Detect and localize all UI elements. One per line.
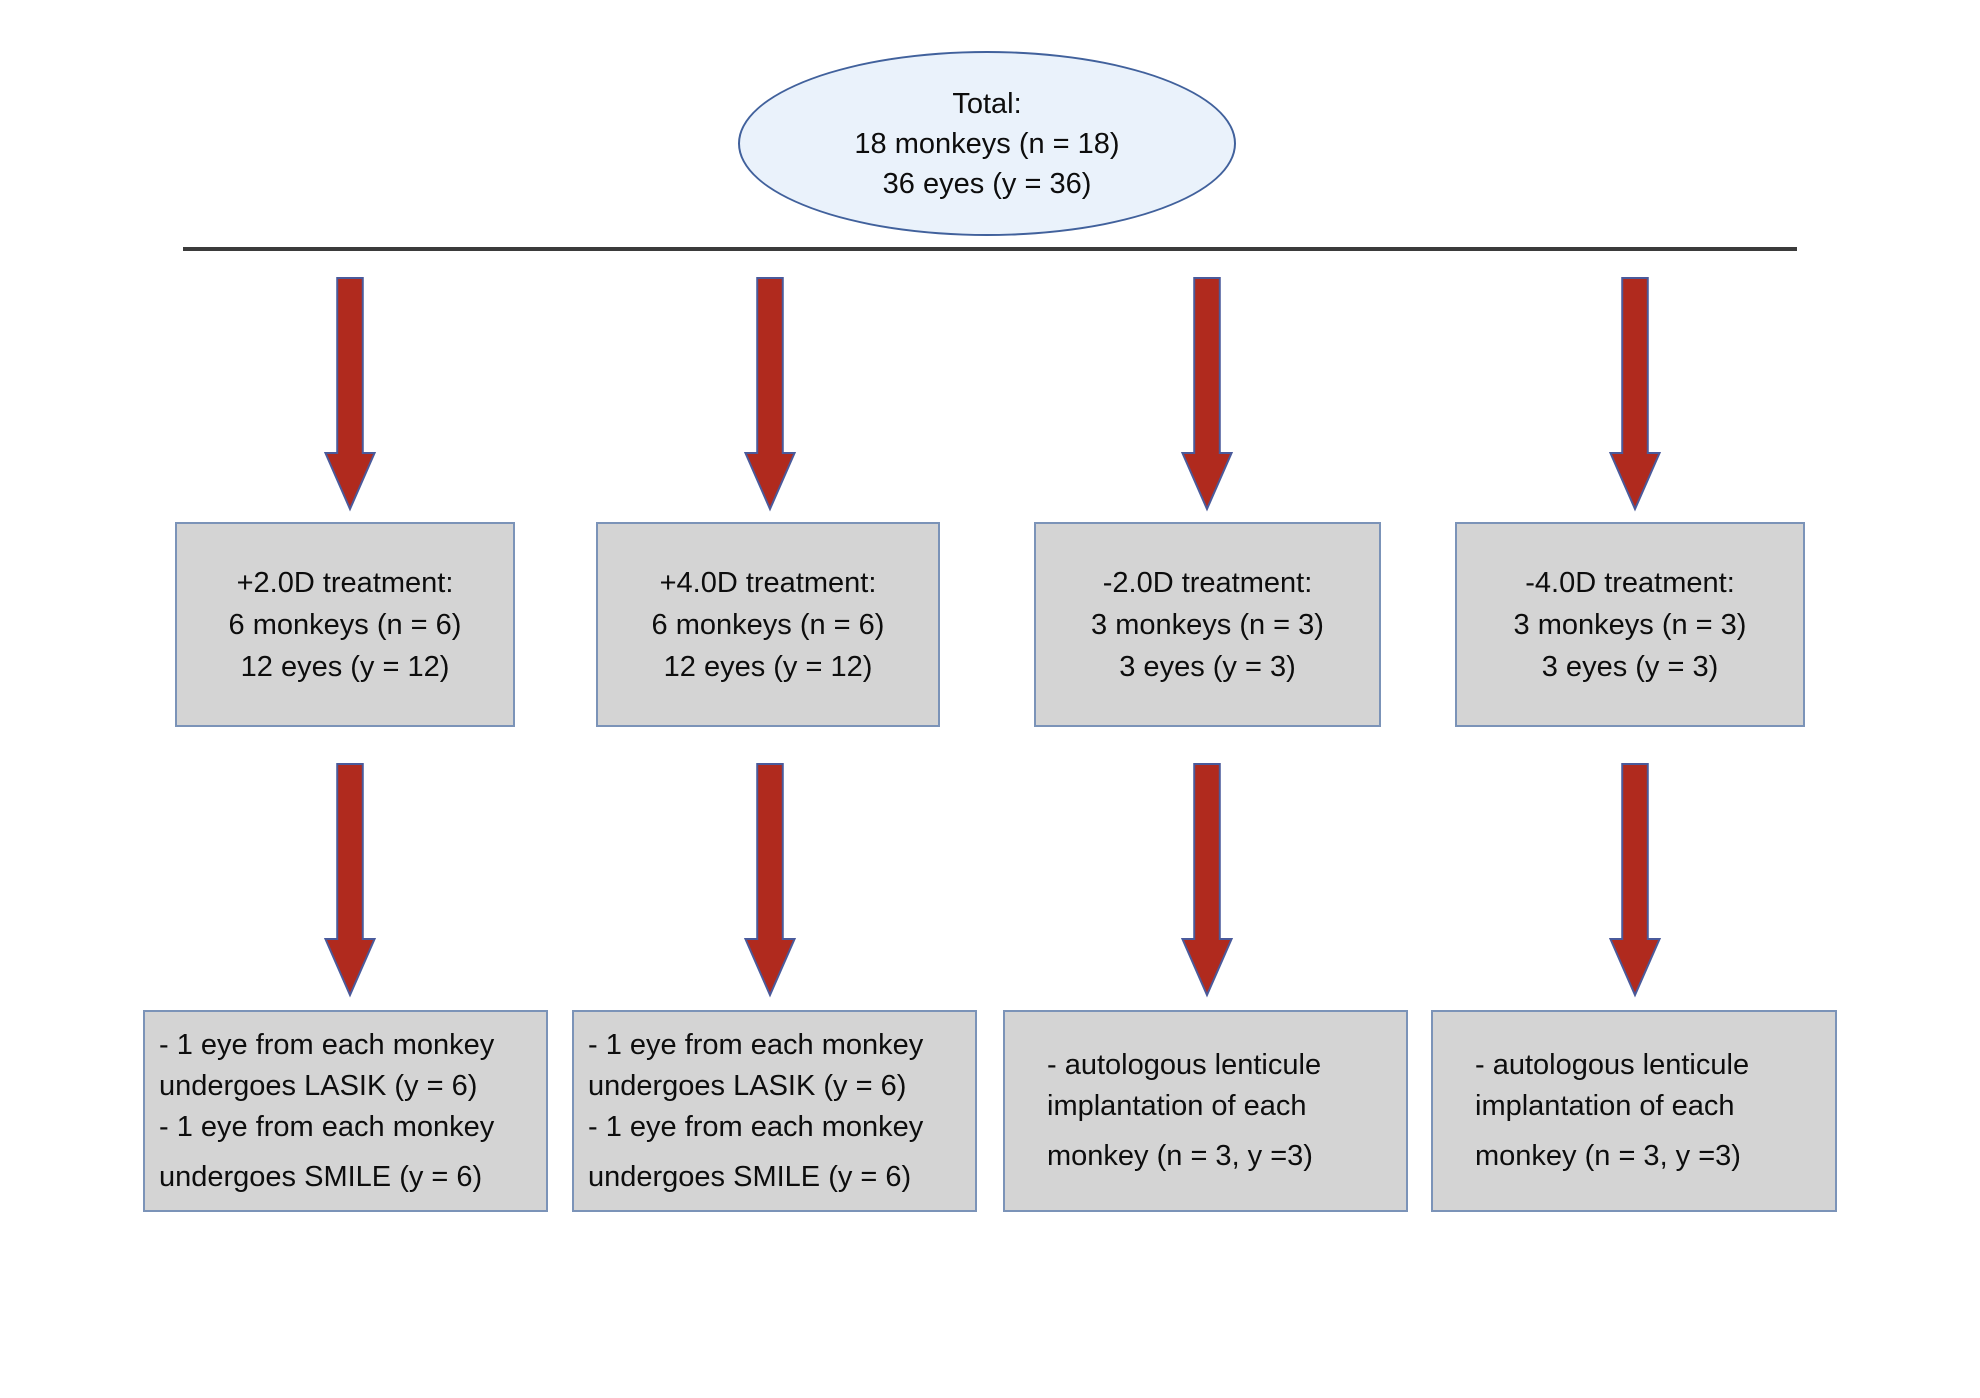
down-arrow-shape (323, 276, 377, 512)
outcome-box-minus-4d: - autologous lenticule implantation of e… (1431, 1010, 1837, 1212)
outcome-line: - 1 eye from each monkey (159, 1110, 495, 1143)
total-line: Total: (952, 87, 1022, 120)
down-arrow-shape (323, 762, 377, 998)
down-arrow-icon (1180, 276, 1234, 512)
treatment-line: 3 eyes (y = 3) (1541, 650, 1719, 683)
down-arrow-shape (1180, 276, 1234, 512)
treatment-line: 12 eyes (y = 12) (240, 650, 450, 683)
down-arrow-shape (743, 276, 797, 512)
outcome-line: - autologous lenticule (1475, 1049, 1750, 1081)
treatment-box-plus-4d: +4.0D treatment: 6 monkeys (n = 6) 12 ey… (596, 522, 940, 727)
outcome-line: - 1 eye from each monkey (588, 1028, 924, 1061)
down-arrow-icon (743, 276, 797, 512)
down-arrow-shape (1180, 762, 1234, 998)
treatment-box-plus-2d: +2.0D treatment: 6 monkeys (n = 6) 12 ey… (175, 522, 515, 727)
treatment-line: 3 monkeys (n = 3) (1091, 608, 1324, 641)
treatment-line: 3 eyes (y = 3) (1119, 650, 1296, 683)
down-arrow-icon (1608, 762, 1662, 998)
treatment-line: 6 monkeys (n = 6) (651, 608, 885, 641)
outcome-line: implantation of each (1047, 1090, 1307, 1122)
down-arrow-icon (1180, 762, 1234, 998)
outcome-box-plus-2d: - 1 eye from each monkey undergoes LASIK… (143, 1010, 548, 1212)
treatment-box-minus-4d: -4.0D treatment: 3 monkeys (n = 3) 3 eye… (1455, 522, 1805, 727)
outcome-line: implantation of each (1475, 1090, 1735, 1122)
treatment-line: +4.0D treatment: (659, 566, 877, 599)
down-arrow-shape (1608, 276, 1662, 512)
treatment-line: 3 monkeys (n = 3) (1513, 608, 1747, 641)
outcome-line: monkey (n = 3, y =3) (1047, 1140, 1313, 1172)
down-arrow-shape (1608, 762, 1662, 998)
outcome-line: undergoes LASIK (y = 6) (588, 1069, 907, 1102)
outcome-line: monkey (n = 3, y =3) (1475, 1140, 1741, 1172)
total-ellipse-node: Total: 18 monkeys (n = 18) 36 eyes (y = … (738, 51, 1236, 236)
down-arrow-icon (1608, 276, 1662, 512)
outcome-line: undergoes LASIK (y = 6) (159, 1069, 478, 1102)
treatment-line: 12 eyes (y = 12) (663, 650, 873, 683)
treatment-box-minus-2d: -2.0D treatment: 3 monkeys (n = 3) 3 eye… (1034, 522, 1381, 727)
down-arrow-icon (323, 762, 377, 998)
outcome-box-plus-4d: - 1 eye from each monkey undergoes LASIK… (572, 1010, 977, 1212)
outcome-box-minus-2d: - autologous lenticule implantation of e… (1003, 1010, 1408, 1212)
total-line: 18 monkeys (n = 18) (854, 127, 1120, 160)
down-arrow-shape (743, 762, 797, 998)
outcome-line: - autologous lenticule (1047, 1049, 1322, 1081)
divider-line (183, 247, 1797, 251)
treatment-line: -2.0D treatment: (1102, 566, 1313, 599)
treatment-line: +2.0D treatment: (236, 566, 454, 599)
outcome-line: undergoes SMILE (y = 6) (588, 1160, 912, 1193)
total-line: 36 eyes (y = 36) (882, 167, 1092, 200)
down-arrow-icon (323, 276, 377, 512)
outcome-line: - 1 eye from each monkey (159, 1028, 495, 1061)
treatment-line: -4.0D treatment: (1525, 566, 1735, 599)
outcome-line: undergoes SMILE (y = 6) (159, 1160, 483, 1193)
outcome-line: - 1 eye from each monkey (588, 1110, 924, 1143)
treatment-line: 6 monkeys (n = 6) (228, 608, 462, 641)
down-arrow-icon (743, 762, 797, 998)
